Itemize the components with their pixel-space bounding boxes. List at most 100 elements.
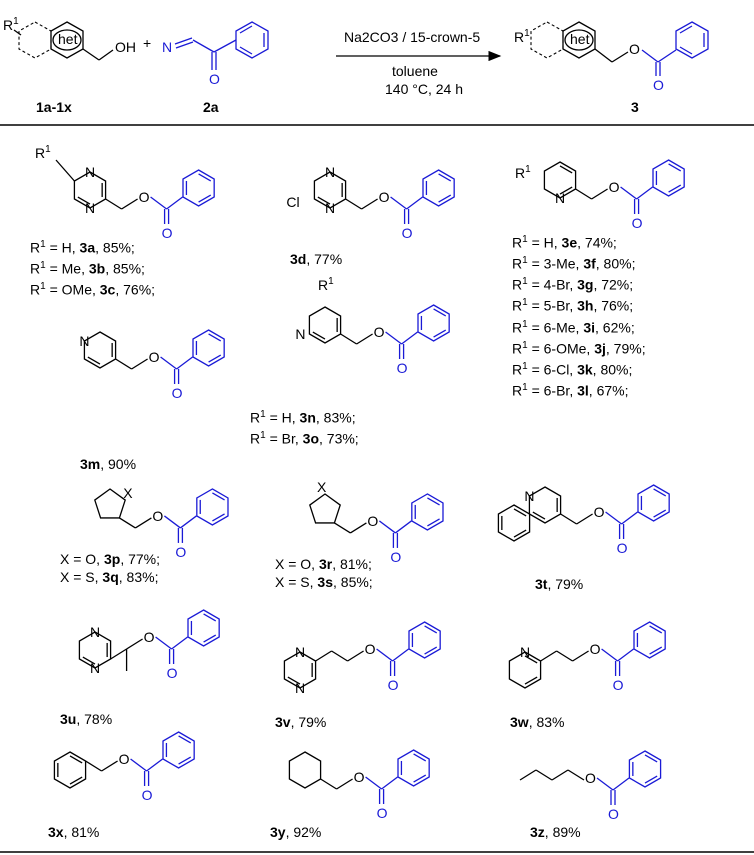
het-label: het <box>58 31 78 47</box>
r-superscript: 1 <box>522 297 528 309</box>
n-atom: N <box>295 644 305 660</box>
ester-o-label: O <box>354 769 365 785</box>
caption-line: R1 = Me, 3b, 85%; <box>30 257 155 278</box>
ester-o-label: O <box>379 189 390 205</box>
yield-text: , 85%; <box>333 573 373 590</box>
substituent-text: = 6-Me, <box>527 319 584 336</box>
caption-3r-3s: X = O, 3r, 81%;X = S, 3s, 85%; <box>275 556 373 591</box>
r-superscript: 1 <box>522 318 528 330</box>
substituent-text: X = S, <box>60 568 103 585</box>
yield-text: , 81%; <box>332 556 372 572</box>
yield-text: , 83%; <box>315 409 356 426</box>
structure-3p-3q: X O O <box>94 485 229 560</box>
ester-o-label: O <box>139 189 150 205</box>
substituent-text: X = S, <box>275 573 318 590</box>
compound-number: 3a <box>79 239 96 256</box>
caption-3a-3c: R1 = H, 3a, 85%;R1 = Me, 3b, 85%;R1 = OM… <box>30 236 155 299</box>
caption-3v: 3v, 79% <box>275 714 326 732</box>
carbonyl-o-label: O <box>608 806 619 822</box>
caption-line: R1 = 6-Br, 3l, 67%; <box>512 379 646 400</box>
compound-number: 3j <box>594 340 606 357</box>
compound-number: 3c <box>99 281 116 298</box>
r1-label: R1 <box>35 144 51 161</box>
caption-3e-3l: R1 = H, 3e, 74%;R1 = 3-Me, 3f, 80%;R1 = … <box>512 231 646 400</box>
caption-line: 3m, 90% <box>80 456 136 474</box>
structure-3z: OO <box>519 750 662 822</box>
caption-line: R1 = 3-Me, 3f, 80%; <box>512 252 646 273</box>
yield-text: , 62%; <box>595 319 635 336</box>
compound-number: 3x <box>48 824 64 840</box>
caption-line: 3t, 79% <box>535 576 583 594</box>
compound-number: 3u <box>60 711 77 727</box>
r-symbol: R <box>512 361 523 378</box>
r1-label-sm: R1 <box>3 16 19 33</box>
ester-o-label: O <box>152 508 163 524</box>
yield-text: , 85%; <box>105 260 145 277</box>
caption-line: 3v, 79% <box>275 714 326 732</box>
yield-text: , 74%; <box>577 234 617 251</box>
n-atom: N <box>85 164 95 180</box>
r-symbol: R <box>512 234 523 251</box>
compound-number: 3n <box>299 409 316 426</box>
r-superscript: 1 <box>522 339 528 351</box>
carbonyl-o-label: O <box>613 677 624 693</box>
carbonyl-o-label: O <box>632 215 643 231</box>
carbonyl-o-label: O <box>402 225 413 241</box>
r-symbol: R <box>250 409 261 426</box>
caption-3p-3q: X = O, 3p, 77%;X = S, 3q, 83%; <box>60 551 160 586</box>
yield-text: , 76%; <box>593 298 634 315</box>
substituent-text: = Br, <box>265 430 303 447</box>
ester-o-label: O <box>609 179 620 195</box>
yield-text: , 79%; <box>605 340 646 357</box>
compound-number: 3l <box>577 382 589 399</box>
yield-text: , 80%; <box>595 255 636 272</box>
n-atom: N <box>325 200 335 216</box>
r-symbol: R <box>30 260 41 277</box>
carbonyl-o-label: O <box>390 549 401 565</box>
yield-text: , 90% <box>100 456 137 472</box>
compound-number: 3b <box>88 260 106 277</box>
r1-label: R1 <box>515 164 531 181</box>
r-superscript: 1 <box>522 234 528 245</box>
substituent-text: = H, <box>527 234 562 251</box>
ester-o-label: O <box>144 629 155 645</box>
ester-o-label: O <box>149 349 160 365</box>
caption-3z: 3z, 89% <box>530 824 581 842</box>
caption-line: 3y, 92% <box>270 824 321 842</box>
caption-line: R1 = H, 3a, 85%; <box>30 236 155 257</box>
r-superscript: 1 <box>522 382 528 394</box>
compound-number: 3p <box>103 551 121 567</box>
solvent-text: toluene <box>392 63 438 79</box>
substituent-text: = H, <box>45 239 80 256</box>
label-3: 3 <box>631 99 639 115</box>
compound-number: 3e <box>561 234 578 251</box>
structure-3t: NOO <box>497 484 670 556</box>
n-atom: N <box>90 624 100 640</box>
compound-number: 3w <box>510 714 529 730</box>
compound-number: 3k <box>577 361 593 378</box>
yield-text: , 79% <box>547 576 584 592</box>
carbonyl-o-label: O <box>167 665 178 681</box>
carbonyl-o-label: O <box>617 540 628 556</box>
caption-3t: 3t, 79% <box>535 576 583 594</box>
compound-number: 3s <box>317 573 333 590</box>
carbonyl-o-label: O <box>175 544 186 560</box>
carbonyl-o-label: O <box>162 225 173 241</box>
x-atom: X <box>123 485 133 501</box>
substituent-text: = H, <box>265 409 300 426</box>
ester-o-label: O <box>594 504 605 520</box>
yield-text: , 78% <box>76 711 113 727</box>
yield-text: , 85%; <box>95 239 135 256</box>
nitrile-n-label: N <box>162 39 172 55</box>
compound-number: 3f <box>583 255 596 272</box>
r-symbol: R <box>512 276 523 293</box>
substituent-text: = 4-Br, <box>527 276 578 293</box>
ester-o-label: O <box>374 324 385 340</box>
product-ester: R1 het O O <box>514 21 709 93</box>
yield-text: , 83%; <box>118 568 159 585</box>
n-atom: N <box>85 200 95 216</box>
structure-3r-3s: XOO <box>309 479 444 565</box>
